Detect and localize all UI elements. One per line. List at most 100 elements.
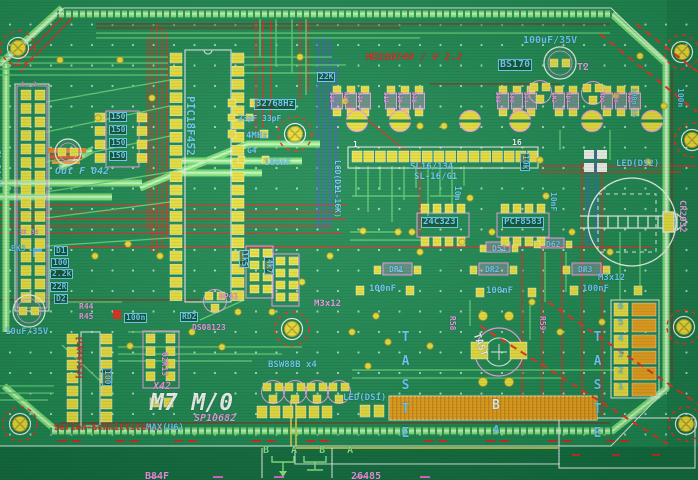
numbered-connector xyxy=(610,299,660,399)
silkscreen-text: S12 xyxy=(382,92,389,103)
silkscreen-text: 10n xyxy=(453,186,462,201)
silkscreen-text: 24C323 xyxy=(421,217,458,228)
silkscreen-text: 1M2 xyxy=(550,92,557,103)
silkscreen-text: 26485 xyxy=(351,471,382,480)
silkscreen-text: 150 xyxy=(109,151,128,161)
silkscreen-text: 390 xyxy=(508,92,515,103)
silkscreen-text: 16 xyxy=(512,138,522,147)
silkscreen-text: Serien-Schnittstelle xyxy=(54,423,163,433)
silkscreen-text: 33pF xyxy=(238,114,258,123)
silkscreen-text: M3x12 xyxy=(314,299,342,309)
silkscreen-text: 100nF xyxy=(264,158,292,168)
silkscreen-text: 1k5 xyxy=(239,250,249,269)
silkscreen-text: 4MHz xyxy=(246,131,268,141)
edge-connector-bar xyxy=(388,395,598,421)
silkscreen-text: R25 xyxy=(342,92,349,103)
silkscreen-text: D7B xyxy=(410,92,417,103)
silkscreen-text: RD2 xyxy=(180,312,199,322)
silkscreen-text: 10k xyxy=(520,153,530,172)
silkscreen-text: M7 M/0 xyxy=(150,390,234,416)
silkscreen-text: RD4 xyxy=(564,92,571,103)
silkscreen-text: D51 xyxy=(492,244,507,253)
silkscreen-text: CR2032 xyxy=(677,200,687,233)
silkscreen-text: D2 xyxy=(54,294,68,304)
keepout-dashed-lines xyxy=(479,23,698,445)
silkscreen-text: 33 xyxy=(19,229,27,236)
silkscreen-text: 32768Hz xyxy=(254,99,296,110)
silkscreen-text: BSW88B x4 xyxy=(268,360,317,370)
silkscreen-text: X42 xyxy=(153,381,172,392)
mounting-holes xyxy=(0,30,698,442)
silkscreen-text: R45 xyxy=(79,312,94,321)
silkscreen-text: DR1 xyxy=(389,265,404,274)
silkscreen-text: SL-16/G1 xyxy=(414,172,458,182)
silkscreen-text: T2 xyxy=(577,62,590,73)
silkscreen-text: Out F 042 xyxy=(55,166,110,177)
silkscreen-text: 1 xyxy=(618,382,624,392)
silkscreen-text: LED(DS1) xyxy=(343,393,387,403)
silkscreen-text: A xyxy=(493,423,500,436)
silkscreen-text: TASTE xyxy=(590,330,605,450)
silkscreen-text: 1 xyxy=(353,140,358,149)
silkscreen-text: LCD(D11-16K) xyxy=(333,160,342,218)
silkscreen-text: 02R13 xyxy=(160,352,169,377)
silkscreen-text: 100nF xyxy=(582,284,610,294)
silkscreen-text: 10uF/35V xyxy=(5,327,49,337)
silkscreen-text: 100nF xyxy=(369,284,397,294)
silkscreen-text: DP41 xyxy=(219,292,239,301)
silkscreen-text: PCF8583 xyxy=(502,217,544,228)
silkscreen-text: 822 xyxy=(626,92,633,103)
silkscreen-text: 100 xyxy=(102,368,112,387)
silkscreen-text: R59 xyxy=(538,316,547,331)
silkscreen-text: 100uF/35V xyxy=(523,35,578,46)
silkscreen-text: SL-34/G1 xyxy=(0,150,2,189)
dimension-ticks xyxy=(58,440,660,456)
silkscreen-text: G4 xyxy=(247,146,257,155)
silkscreen-text: SP10682 xyxy=(194,413,237,424)
silkscreen-text: D62 xyxy=(546,240,561,249)
silkscreen-text: 100n xyxy=(676,88,685,108)
silkscreen-text: 2 xyxy=(33,81,37,88)
silkscreen-text: 1 xyxy=(21,81,25,88)
copper-dark-traces xyxy=(0,23,673,424)
silkscreen-text: 4k7 xyxy=(264,257,274,276)
silkscreen-text: 6 xyxy=(618,302,624,312)
silkscreen-text: B xyxy=(492,398,500,413)
silkscreen-text: 820 xyxy=(396,92,403,103)
silkscreen-text: 34 xyxy=(31,229,39,236)
silkscreen-text: B84F xyxy=(145,471,170,480)
silkscreen-text: DR3 xyxy=(578,265,593,274)
silkscreen-text: 150 xyxy=(109,112,128,122)
silkscreen-text: LED(DS2) xyxy=(616,159,660,169)
silkscreen-text: BS170 xyxy=(498,59,533,71)
silkscreen-text: DR2 xyxy=(485,265,500,274)
silkscreen-text: TAST xyxy=(470,331,490,359)
silkscreen-text: 100nF xyxy=(486,286,514,296)
silkscreen-text: PIC18F452 xyxy=(184,96,197,156)
silkscreen-text: MAX(U6) xyxy=(146,423,184,433)
silkscreen-text: 22R xyxy=(50,282,69,292)
battery-holder xyxy=(580,177,689,267)
silkscreen-text: R58 xyxy=(448,316,457,331)
silkscreen-text: 828 xyxy=(356,92,363,103)
silkscreen-text: BK3 xyxy=(11,244,26,253)
silkscreen-text: B A B A xyxy=(263,445,362,456)
silkscreen-text: D74 xyxy=(522,92,529,103)
smd-components xyxy=(12,46,664,404)
silkscreen-text: M3x12 xyxy=(598,273,626,283)
silkscreen-text: TASTE xyxy=(398,330,413,450)
wide-trace-hatch xyxy=(50,10,612,435)
silkscreen-text: 283 xyxy=(494,92,501,103)
silkscreen-text: 10nF xyxy=(549,192,558,212)
silkscreen-text: RD1 xyxy=(598,92,605,103)
silkscreen-text: 100n xyxy=(124,313,148,323)
silkscreen-text: SL16/134 xyxy=(410,162,454,172)
silkscreen-text: R44 xyxy=(79,302,94,311)
silkscreen-text: 390 xyxy=(612,92,619,103)
silkscreen-text: 3 xyxy=(618,350,624,360)
silkscreen-text: 2 xyxy=(618,366,624,376)
silkscreen-text: MES80749 / V 2.2 xyxy=(366,52,463,63)
